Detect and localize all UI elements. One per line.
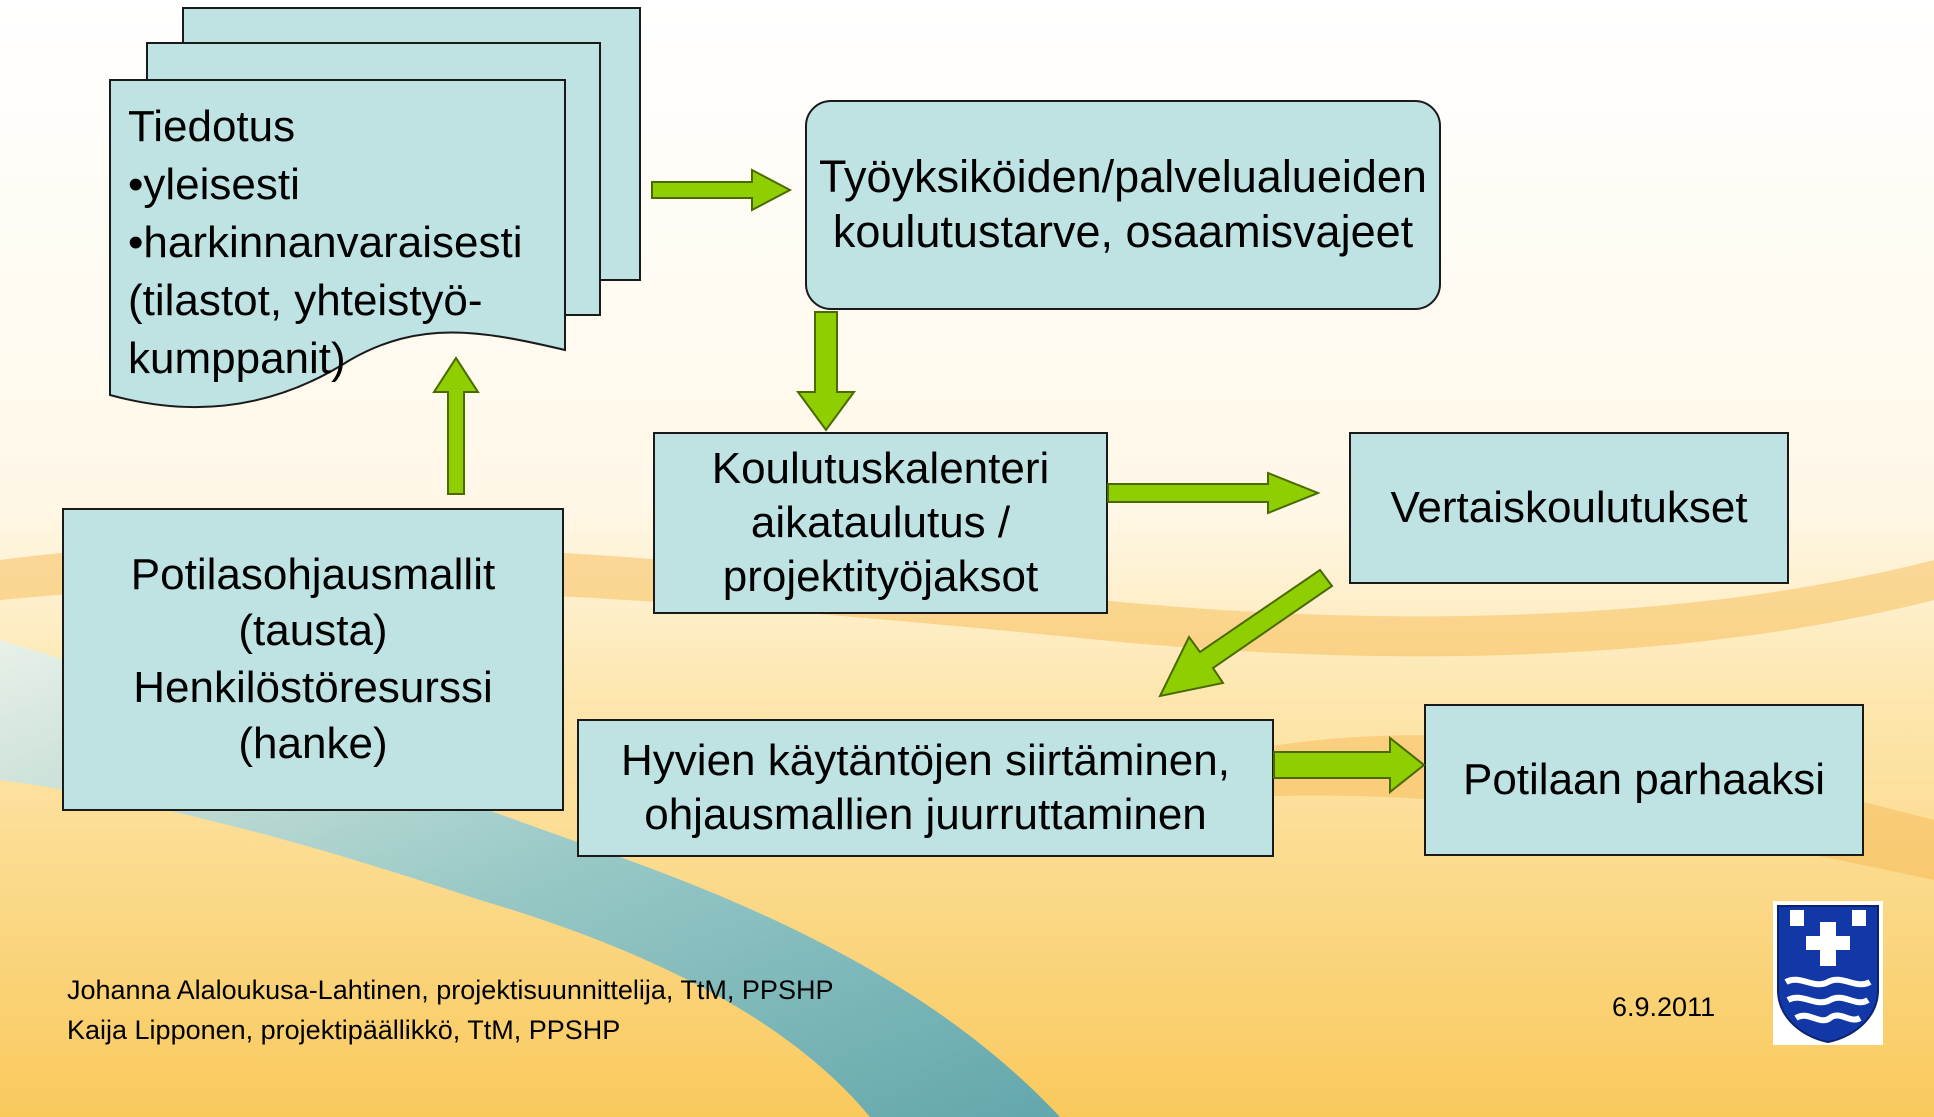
calendar-line: projektityöjaksot — [722, 551, 1039, 601]
best-practices-box: Hyvien käytäntöjen siirtäminen, ohjausma… — [577, 719, 1274, 857]
calendar-line: Koulutuskalenteri — [711, 444, 1050, 494]
calendar-line: aikataulutus / — [750, 498, 1011, 548]
document-line: Tiedotus — [128, 102, 296, 151]
document-sheet-front — [109, 79, 566, 408]
date-label: 6.9.2011 — [1612, 992, 1716, 1022]
arrow-right-icon — [651, 168, 793, 212]
patient-line: Potilaan parhaaksi — [1462, 755, 1825, 805]
models-line: (hanke) — [238, 718, 388, 768]
patient-benefit-box: Potilaan parhaaksi — [1424, 704, 1864, 856]
arrow-up-icon — [432, 356, 480, 495]
units-line: koulutustarve, osaamisvajeet — [832, 206, 1414, 257]
practices-line: Hyvien käytäntöjen siirtäminen, — [621, 736, 1230, 786]
document-line: •yleisesti — [128, 160, 300, 209]
document-line: •harkinnanvaraisesti — [128, 218, 523, 267]
guidance-models-box: Potilasohjausmallit (tausta) Henkilöstör… — [62, 508, 564, 811]
document-line: (tilastot, yhteistyö- — [128, 276, 483, 325]
arrow-down-icon — [796, 311, 856, 432]
author-1: Johanna Alaloukusa-Lahtinen, projektisuu… — [67, 975, 834, 1005]
document-text: Tiedotus •yleisesti •harkinnanvaraisesti… — [128, 98, 523, 388]
document-line: kumppanit) — [128, 334, 346, 383]
author-2: Kaija Lipponen, projektipäällikkö, TtM, … — [67, 1015, 621, 1045]
models-line: (tausta) — [238, 606, 388, 656]
peer-training-box: Vertaiskoulutukset — [1349, 432, 1789, 584]
peer-line: Vertaiskoulutukset — [1390, 483, 1748, 533]
practices-line: ohjausmallien juurruttaminen — [644, 790, 1207, 839]
models-line: Potilasohjausmallit — [130, 549, 496, 599]
arrow-right-icon — [1273, 735, 1426, 795]
units-training-needs-box: Työyksiköiden/palvelualueiden koulutusta… — [805, 100, 1441, 310]
models-line: Henkilöstöresurssi — [133, 662, 493, 712]
arrow-right-icon — [1107, 471, 1321, 515]
training-calendar-box: Koulutuskalenteri aikataulutus / projekt… — [653, 432, 1108, 614]
arrow-diagonal-icon — [1158, 568, 1334, 698]
units-line: Työyksiköiden/palvelualueiden — [819, 151, 1427, 203]
